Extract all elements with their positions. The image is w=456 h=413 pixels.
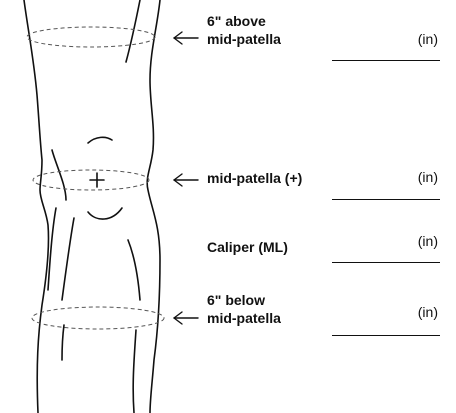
label-above-mid-patella: 6" above mid-patella <box>207 12 281 48</box>
arrow-below <box>174 312 198 324</box>
unit-above-mid-patella: (in) <box>418 30 438 48</box>
input-below-mid-patella[interactable] <box>332 314 406 334</box>
knee-fold-left-lower <box>48 208 56 290</box>
patella-top-arc <box>88 137 112 143</box>
shin-inner-line-lower <box>62 325 64 360</box>
calf-line-right-lower <box>133 330 136 413</box>
label-mid-patella: mid-patella (+) <box>207 169 302 187</box>
unit-caliper-ml: (in) <box>418 232 438 250</box>
leg-outline-right <box>147 0 160 413</box>
line-caliper-ml <box>332 262 440 263</box>
calf-line-right <box>128 240 140 300</box>
line-above-mid-patella <box>332 60 440 61</box>
shin-inner-line <box>62 218 74 300</box>
patella-bottom-arc <box>88 208 122 219</box>
line-below-mid-patella <box>332 335 440 336</box>
arrow-above <box>174 32 198 44</box>
unit-below-mid-patella: (in) <box>418 303 438 321</box>
measure-ellipse-above <box>27 27 155 47</box>
input-caliper-ml[interactable] <box>332 241 406 261</box>
measure-ellipse-below <box>32 307 164 329</box>
unit-mid-patella: (in) <box>418 168 438 186</box>
knee-fold-left <box>52 150 66 200</box>
leg-outline-left <box>24 0 49 413</box>
input-mid-patella[interactable] <box>332 178 406 198</box>
thigh-inner-line <box>126 0 140 62</box>
line-mid-patella <box>332 199 440 200</box>
input-above-mid-patella[interactable] <box>332 39 406 59</box>
label-caliper-ml: Caliper (ML) <box>207 238 288 256</box>
label-below-mid-patella: 6" below mid-patella <box>207 291 281 327</box>
arrow-mid <box>174 174 198 186</box>
